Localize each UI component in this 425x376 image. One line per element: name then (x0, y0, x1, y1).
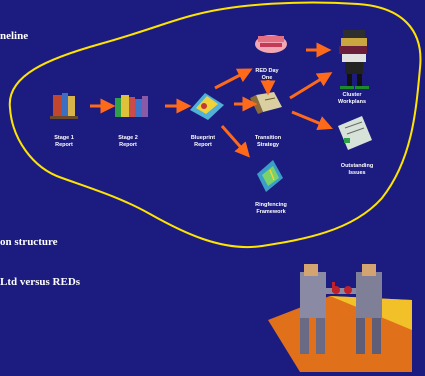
stage1-report-label: Stage 1 Report (54, 135, 74, 148)
structure-heading-fragment: on structure (0, 236, 58, 248)
ringfencing-icon (257, 160, 283, 192)
arrow-blueprint-to-redday (214, 68, 253, 90)
flow-arrows (90, 42, 333, 158)
handshake-figures-icon (268, 264, 412, 372)
arrow-transition-to-cluster (289, 72, 333, 100)
red-day-one-label: RED Day One (255, 68, 279, 81)
cluster-books-figure-icon (339, 30, 369, 89)
blueprint-report-label: Blueprint Report (190, 135, 216, 148)
ltd-heading-fragment: Ltd versus REDs (0, 276, 81, 288)
transition-book-icon (250, 92, 282, 114)
arrow-blueprint-to-ringfencing (220, 125, 250, 158)
transition-strategy-label: Transition Strategy (254, 135, 282, 148)
ringfencing-framework-label: Ringfencing Framework (255, 202, 287, 215)
stage2-report-label: Stage 2 Report (118, 135, 138, 148)
cluster-workplans-label: Cluster Workplans (337, 92, 366, 105)
timeline-heading-fragment: neline (0, 30, 29, 42)
scope-outline (8, 1, 422, 248)
books-row-icon (115, 95, 148, 117)
blueprint-icon (190, 93, 224, 120)
outstanding-issues-label: Outstanding Issues (340, 163, 374, 176)
arrow-transition-to-outstanding (291, 110, 333, 131)
red-day-one-icon (255, 35, 287, 53)
books-stack-icon (50, 93, 78, 119)
outstanding-issues-icon (338, 116, 372, 150)
